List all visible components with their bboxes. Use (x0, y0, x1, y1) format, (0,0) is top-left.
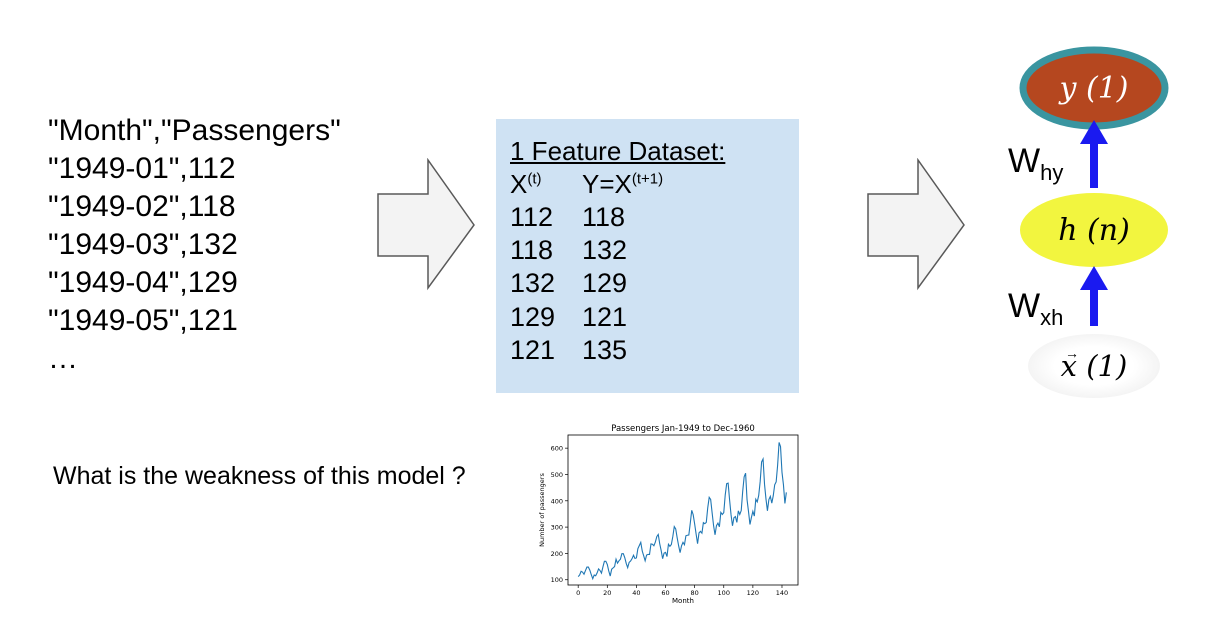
chart-xlabel: Month (672, 597, 694, 605)
chart-ylabel: Number of passengers (538, 473, 546, 547)
question-text: What is the weakness of this model ? (53, 462, 466, 490)
csv-listing: "Month","Passengers" "1949-01",112 "1949… (48, 112, 341, 378)
right-arrow-icon (377, 158, 475, 291)
hidden-node (1020, 193, 1168, 267)
csv-line: "1949-03",132 (48, 228, 238, 261)
dataset-headers: X(t) Y=X(t+1) (510, 169, 663, 200)
y-tick-label: 400 (551, 497, 563, 505)
dataset-title: 1 Feature Dataset: (510, 136, 726, 166)
series-line (577, 442, 787, 581)
y-tick-label: 100 (551, 576, 563, 584)
input-vector-arrow-icon: → (1065, 345, 1079, 361)
chart-plot-area (567, 434, 799, 586)
x-tick-label: 40 (632, 589, 640, 597)
input-node (1028, 334, 1160, 398)
y-tick-label: 300 (551, 524, 563, 532)
passengers-line-chart: Passengers Jan-1949 to Dec-1960 10020030… (538, 424, 799, 605)
y-tick-label: 600 (551, 445, 563, 453)
csv-line: "1949-02",118 (48, 190, 236, 223)
arrow-up-icon (1080, 120, 1108, 188)
weight-label-xh: Wxh (1008, 287, 1064, 330)
x-tick-label: 80 (691, 589, 699, 597)
output-node-label: y (1) (1058, 71, 1129, 106)
x-tick-label: 60 (661, 589, 669, 597)
rnn-network-diagram: y (1) h (n) → x (1) (1019, 46, 1169, 398)
x-tick-label: 120 (747, 589, 759, 597)
csv-line: "Month","Passengers" (48, 114, 341, 147)
x-tick-label: 0 (576, 589, 580, 597)
csv-line: "1949-05",121 (48, 304, 238, 337)
arrow-up-icon (1080, 266, 1108, 326)
csv-line: … (48, 342, 78, 375)
hidden-node-label: h (n) (1058, 213, 1130, 248)
weight-label-hy: Why (1008, 142, 1064, 185)
right-arrow-icon (867, 158, 965, 291)
y-tick-label: 500 (551, 471, 563, 479)
csv-line: "1949-01",112 (48, 152, 236, 185)
input-node-label: x (1) (1061, 349, 1128, 383)
header-x: X(t) (510, 169, 542, 199)
x-tick-label: 140 (776, 589, 788, 597)
csv-line: "1949-04",129 (48, 266, 238, 299)
y-tick-label: 200 (551, 550, 563, 558)
x-tick-label: 20 (603, 589, 611, 597)
chart-title: Passengers Jan-1949 to Dec-1960 (611, 424, 755, 434)
x-tick-label: 100 (718, 589, 730, 597)
header-y: Y=X(t+1) (582, 169, 664, 199)
